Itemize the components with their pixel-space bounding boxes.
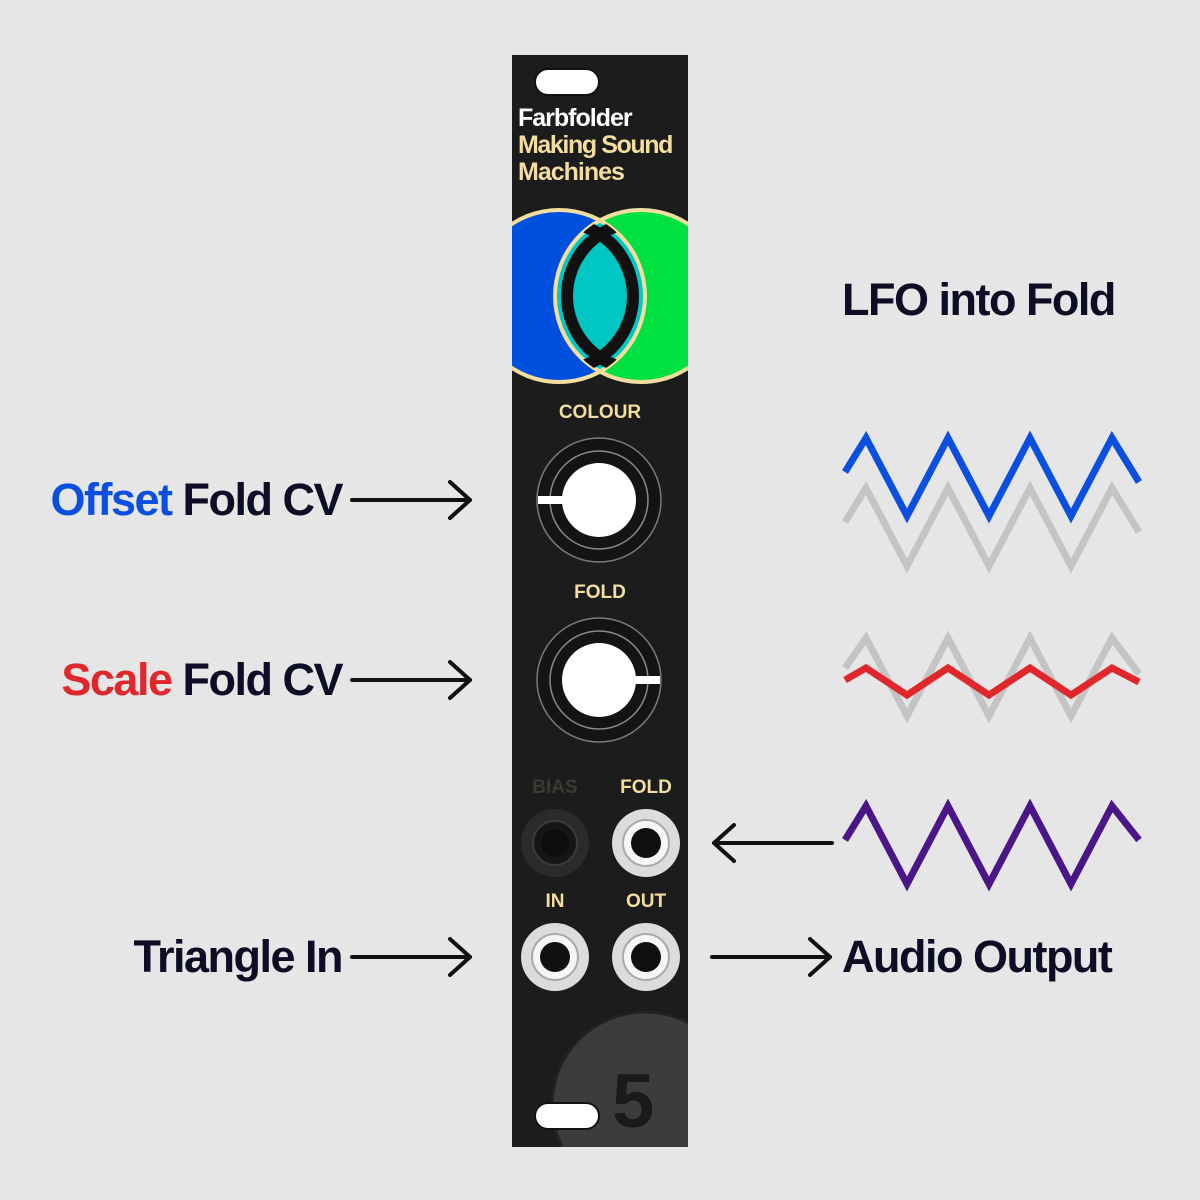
out-jack[interactable] [612,923,680,991]
mounting-hole-top [534,68,600,96]
audio-output-label: Audio Output [842,931,1113,982]
arrow-left-icon [712,823,834,863]
colour-knob-label: COLOUR [558,402,642,423]
offset-rest: Fold CV [182,474,344,525]
triangle-wave-icon [843,663,1141,700]
triangle-wave-icon [842,430,1142,524]
bias-jack-label: BIAS [532,777,578,798]
triangle-wave-icon [842,630,1142,724]
fold-knob[interactable] [536,617,662,743]
triangle-wave-icon [842,798,1142,892]
in-jack-label: IN [545,891,565,912]
in-jack[interactable] [521,923,589,991]
offset-word: Offset [50,474,173,525]
fold-knob-label: FOLD [574,582,626,603]
arrow-right-icon [350,480,472,520]
maker-line-1: Making Sound [518,131,673,159]
maker-line-2: Machines [518,158,625,186]
arrow-right-icon [710,937,832,977]
scale-word: Scale [61,654,173,705]
mounting-hole-bottom [534,1102,600,1130]
lfo-into-fold-title: LFO into Fold [842,274,1116,325]
scale-rest: Fold CV [182,654,344,705]
arrow-right-icon [350,937,472,977]
fold-jack-label: FOLD [620,777,672,798]
colour-knob[interactable] [536,437,662,563]
fold-jack[interactable] [612,809,680,877]
offset-fold-cv-label: Offset Fold CV [50,474,344,526]
bias-jack[interactable] [521,809,589,877]
triangle-wave-icon [842,480,1142,574]
out-jack-label: OUT [625,891,667,912]
venn-diagram-icon [512,208,688,384]
module-badge-number: 5 [612,1059,655,1144]
scale-fold-cv-label: Scale Fold CV [61,654,344,706]
module-name: Farbfolder [518,104,633,132]
arrow-right-icon [350,660,472,700]
triangle-in-label: Triangle In [133,931,343,982]
